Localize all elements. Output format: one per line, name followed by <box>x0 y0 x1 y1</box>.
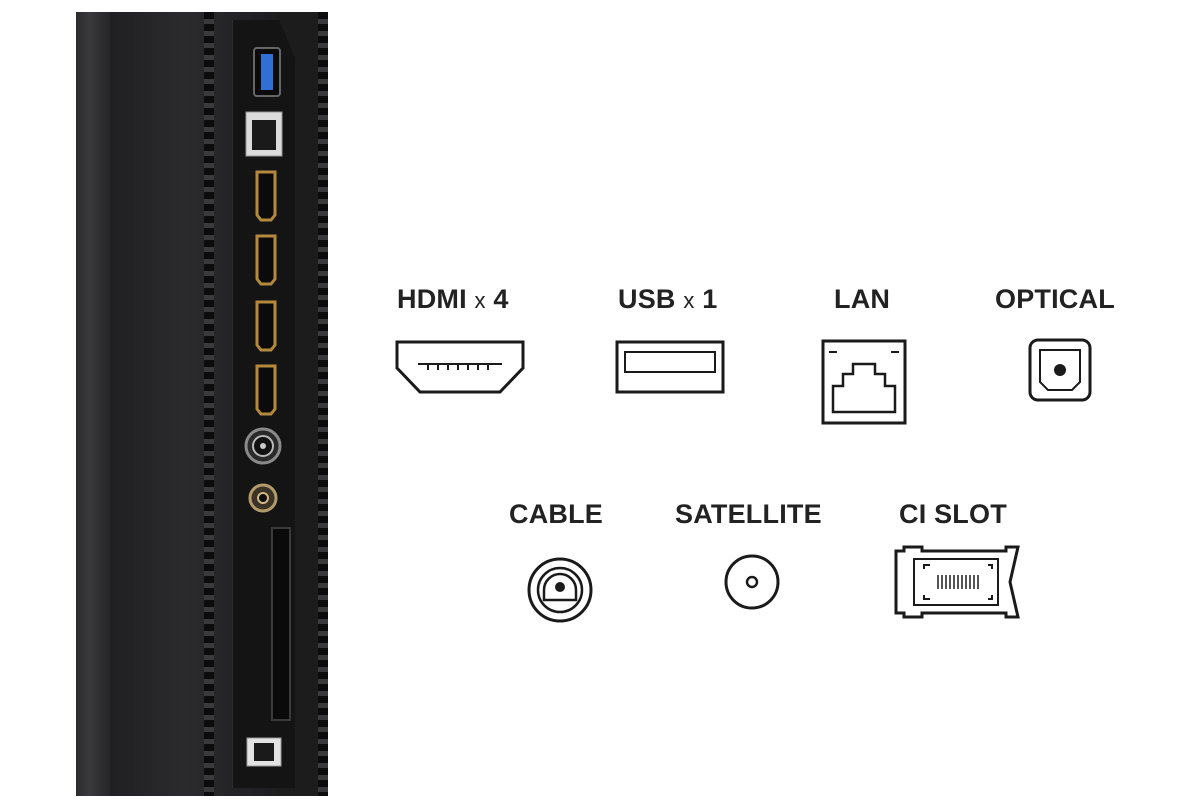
usb-icon <box>615 340 725 394</box>
cable-coax-icon <box>527 557 593 623</box>
tv-hdmi-port-3 <box>255 300 277 352</box>
tv-hdmi-port-1 <box>255 170 277 222</box>
tv-side-edge <box>76 12 110 796</box>
tv-optical-port <box>246 737 282 767</box>
tv-lan-port <box>245 111 283 157</box>
cable-label: CABLE <box>509 499 603 529</box>
optical-label: OPTICAL <box>995 284 1115 314</box>
ci-slot-label: CI SLOT <box>899 499 1007 529</box>
satellite-icon <box>724 554 780 610</box>
satellite-label: SATELLITE <box>675 499 822 529</box>
tv-hdmi-port-4 <box>255 364 277 416</box>
hdmi-icon <box>395 340 525 394</box>
tv-satellite-port <box>248 483 278 513</box>
ci-slot-icon <box>894 545 1020 619</box>
optical-icon <box>1028 338 1092 402</box>
tv-ports-illustration <box>244 47 291 767</box>
lan-icon <box>821 339 907 425</box>
vent-strip-right <box>318 12 328 796</box>
vent-strip-left <box>204 12 214 796</box>
tv-back-panel-image <box>76 12 328 796</box>
hdmi-label: HDMI x 4 <box>397 284 509 314</box>
tv-ci-slot <box>271 527 291 721</box>
lan-label: LAN <box>834 284 891 314</box>
tv-cable-port <box>244 427 282 465</box>
tv-hdmi-port-2 <box>255 234 277 286</box>
tv-usb-port <box>253 47 281 97</box>
usb-label: USB x 1 <box>618 284 718 314</box>
